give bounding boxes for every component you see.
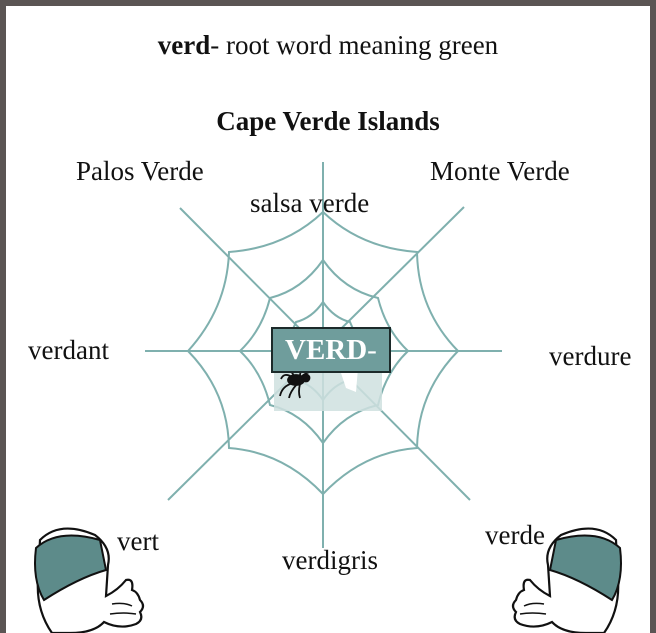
word-vert: vert xyxy=(117,526,159,556)
spider-icon xyxy=(279,361,317,399)
web-ring-middle xyxy=(238,258,410,445)
word-salsa-verde: salsa verde xyxy=(250,188,370,218)
word-verde: verde xyxy=(485,520,545,550)
word-monte-verde: Monte Verde xyxy=(430,156,570,186)
word-verdure: verdure xyxy=(549,341,632,371)
flexing-arm-left-icon xyxy=(34,527,145,633)
web-ring-outer xyxy=(186,210,460,496)
center-paper-fold xyxy=(340,368,358,392)
subtitle: Cape Verde Islands xyxy=(216,106,440,136)
root-box: VERD- xyxy=(271,327,391,373)
page-title: verd- root word meaning green xyxy=(0,32,656,59)
title-root: verd xyxy=(157,30,211,60)
flexing-arm-right-icon xyxy=(511,527,622,633)
word-verdigris: verdigris xyxy=(282,545,378,575)
root-box-dash: - xyxy=(367,334,377,366)
word-palos-verde: Palos Verde xyxy=(76,156,204,186)
word-verdant: verdant xyxy=(28,335,109,365)
title-meaning: - root word meaning green xyxy=(210,30,499,60)
root-box-label: VERD xyxy=(285,334,368,366)
